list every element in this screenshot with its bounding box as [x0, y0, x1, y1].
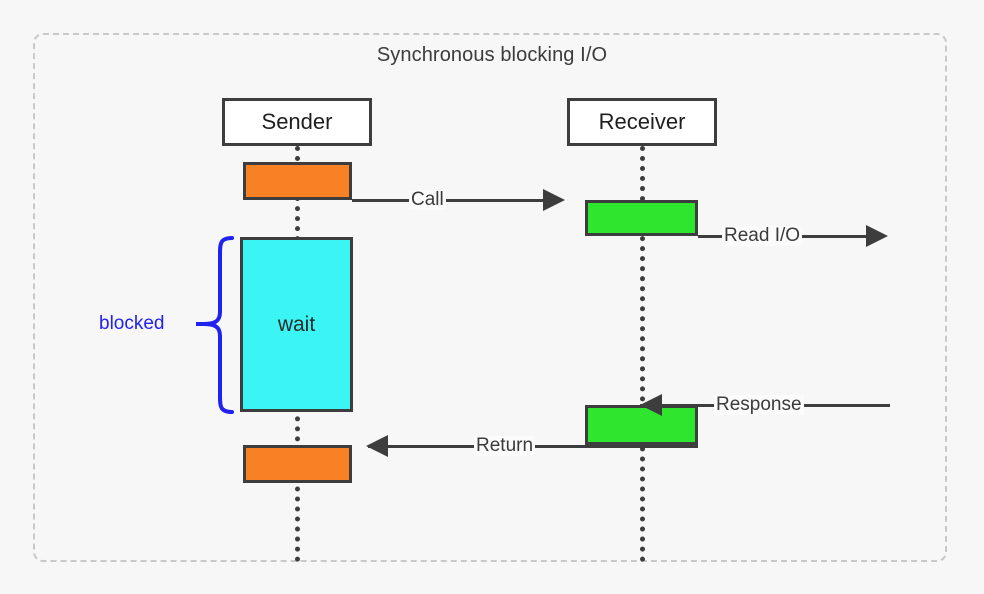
activation-label-wait: wait	[277, 312, 316, 336]
participant-box-receiver[interactable]: Receiver	[567, 98, 717, 146]
message-label-return: Return	[474, 435, 536, 456]
participant-label-receiver: Receiver	[598, 109, 686, 134]
arrowhead-right-icon-call	[543, 189, 565, 211]
diagram-frame	[33, 33, 947, 562]
activation-bar-sender-call-out[interactable]	[243, 162, 352, 200]
message-label-read-io: Read I/O	[722, 225, 803, 246]
arrowhead-right-icon-read-io	[866, 225, 888, 247]
participant-label-sender: Sender	[261, 109, 333, 134]
arrowhead-left-icon-return	[366, 435, 388, 457]
message-label-response: Response	[714, 394, 804, 415]
message-label-call: Call	[409, 189, 446, 210]
arrowhead-left-icon-response	[640, 394, 662, 416]
annotation-label-blocked: blocked	[99, 313, 165, 334]
activation-bar-sender-return-in[interactable]	[243, 445, 352, 483]
activation-bar-sender-wait[interactable]: wait	[240, 237, 353, 412]
activation-bar-receiver-top[interactable]	[585, 200, 698, 236]
brace-icon-blocked	[194, 234, 236, 416]
message-line-call	[352, 199, 544, 202]
diagram-title: Synchronous blocking I/O	[376, 44, 608, 66]
participant-box-sender[interactable]: Sender	[222, 98, 372, 146]
lifeline-receiver	[640, 146, 645, 562]
